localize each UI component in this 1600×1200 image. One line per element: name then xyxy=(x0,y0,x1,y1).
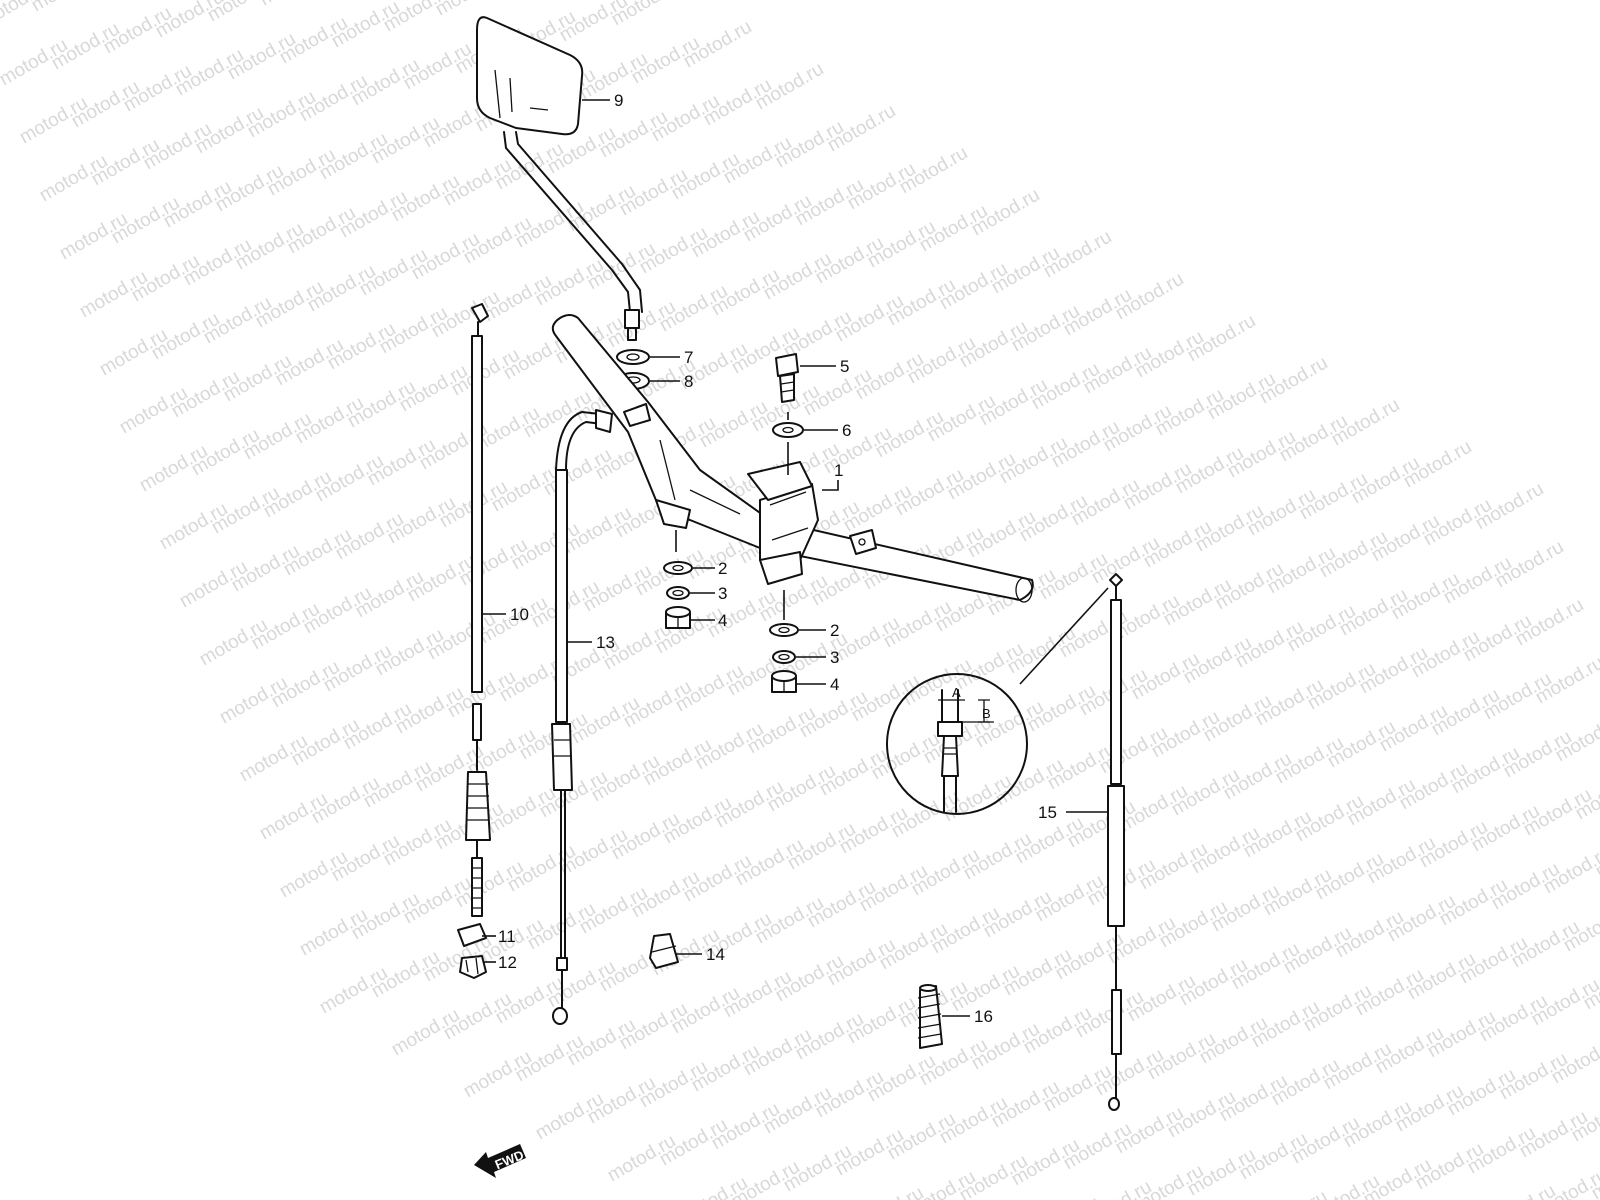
part-grommet-14 xyxy=(649,933,679,969)
callout-10: 10 xyxy=(510,605,529,624)
callout-5: 5 xyxy=(840,357,849,376)
part-washer-6 xyxy=(772,422,804,438)
callout-13: 13 xyxy=(596,633,615,652)
callout-6: 6 xyxy=(842,421,851,440)
part-handlebar xyxy=(551,314,1034,603)
part-boot-16 xyxy=(917,984,943,1049)
part-nut-4a xyxy=(665,606,691,629)
part-bolt-5 xyxy=(775,353,799,403)
callout-15: 15 xyxy=(1038,803,1057,822)
callout-4b: 4 xyxy=(830,675,839,694)
callout-1: 1 xyxy=(834,461,843,480)
callout-4a: 4 xyxy=(718,611,727,630)
part-nut-4b xyxy=(771,670,797,693)
callout-7: 7 xyxy=(684,348,693,367)
callout-3a: 3 xyxy=(718,584,727,603)
detail-view xyxy=(886,673,1028,815)
part-washer-2a xyxy=(663,561,693,575)
callout-9: 9 xyxy=(614,91,623,110)
part-cap-11 xyxy=(457,923,487,947)
fwd-arrow-icon: FWD xyxy=(474,1144,526,1178)
detail-label-a: A xyxy=(952,685,961,700)
part-washer-7 xyxy=(616,349,650,365)
part-washer-2b xyxy=(769,623,799,637)
callout-11: 11 xyxy=(498,927,516,946)
callout-12: 12 xyxy=(498,953,517,972)
callout-16: 16 xyxy=(974,1007,993,1026)
callout-2b: 2 xyxy=(830,621,839,640)
callout-3b: 3 xyxy=(830,648,839,667)
part-lockwasher-3a xyxy=(666,586,690,600)
part-adjuster-12 xyxy=(459,955,487,979)
part-mirror xyxy=(476,16,643,341)
detail-label-b: B xyxy=(982,706,991,721)
part-clutch-cable xyxy=(551,409,613,1025)
fwd-label: FWD xyxy=(493,1147,526,1172)
leader-1 xyxy=(822,480,839,491)
part-cable-15 xyxy=(1019,573,1125,1111)
part-throttle-cable xyxy=(465,303,491,917)
part-lockwasher-3b xyxy=(772,650,796,664)
callout-14: 14 xyxy=(706,945,725,964)
callout-2a: 2 xyxy=(718,559,727,578)
callout-8: 8 xyxy=(684,372,693,391)
